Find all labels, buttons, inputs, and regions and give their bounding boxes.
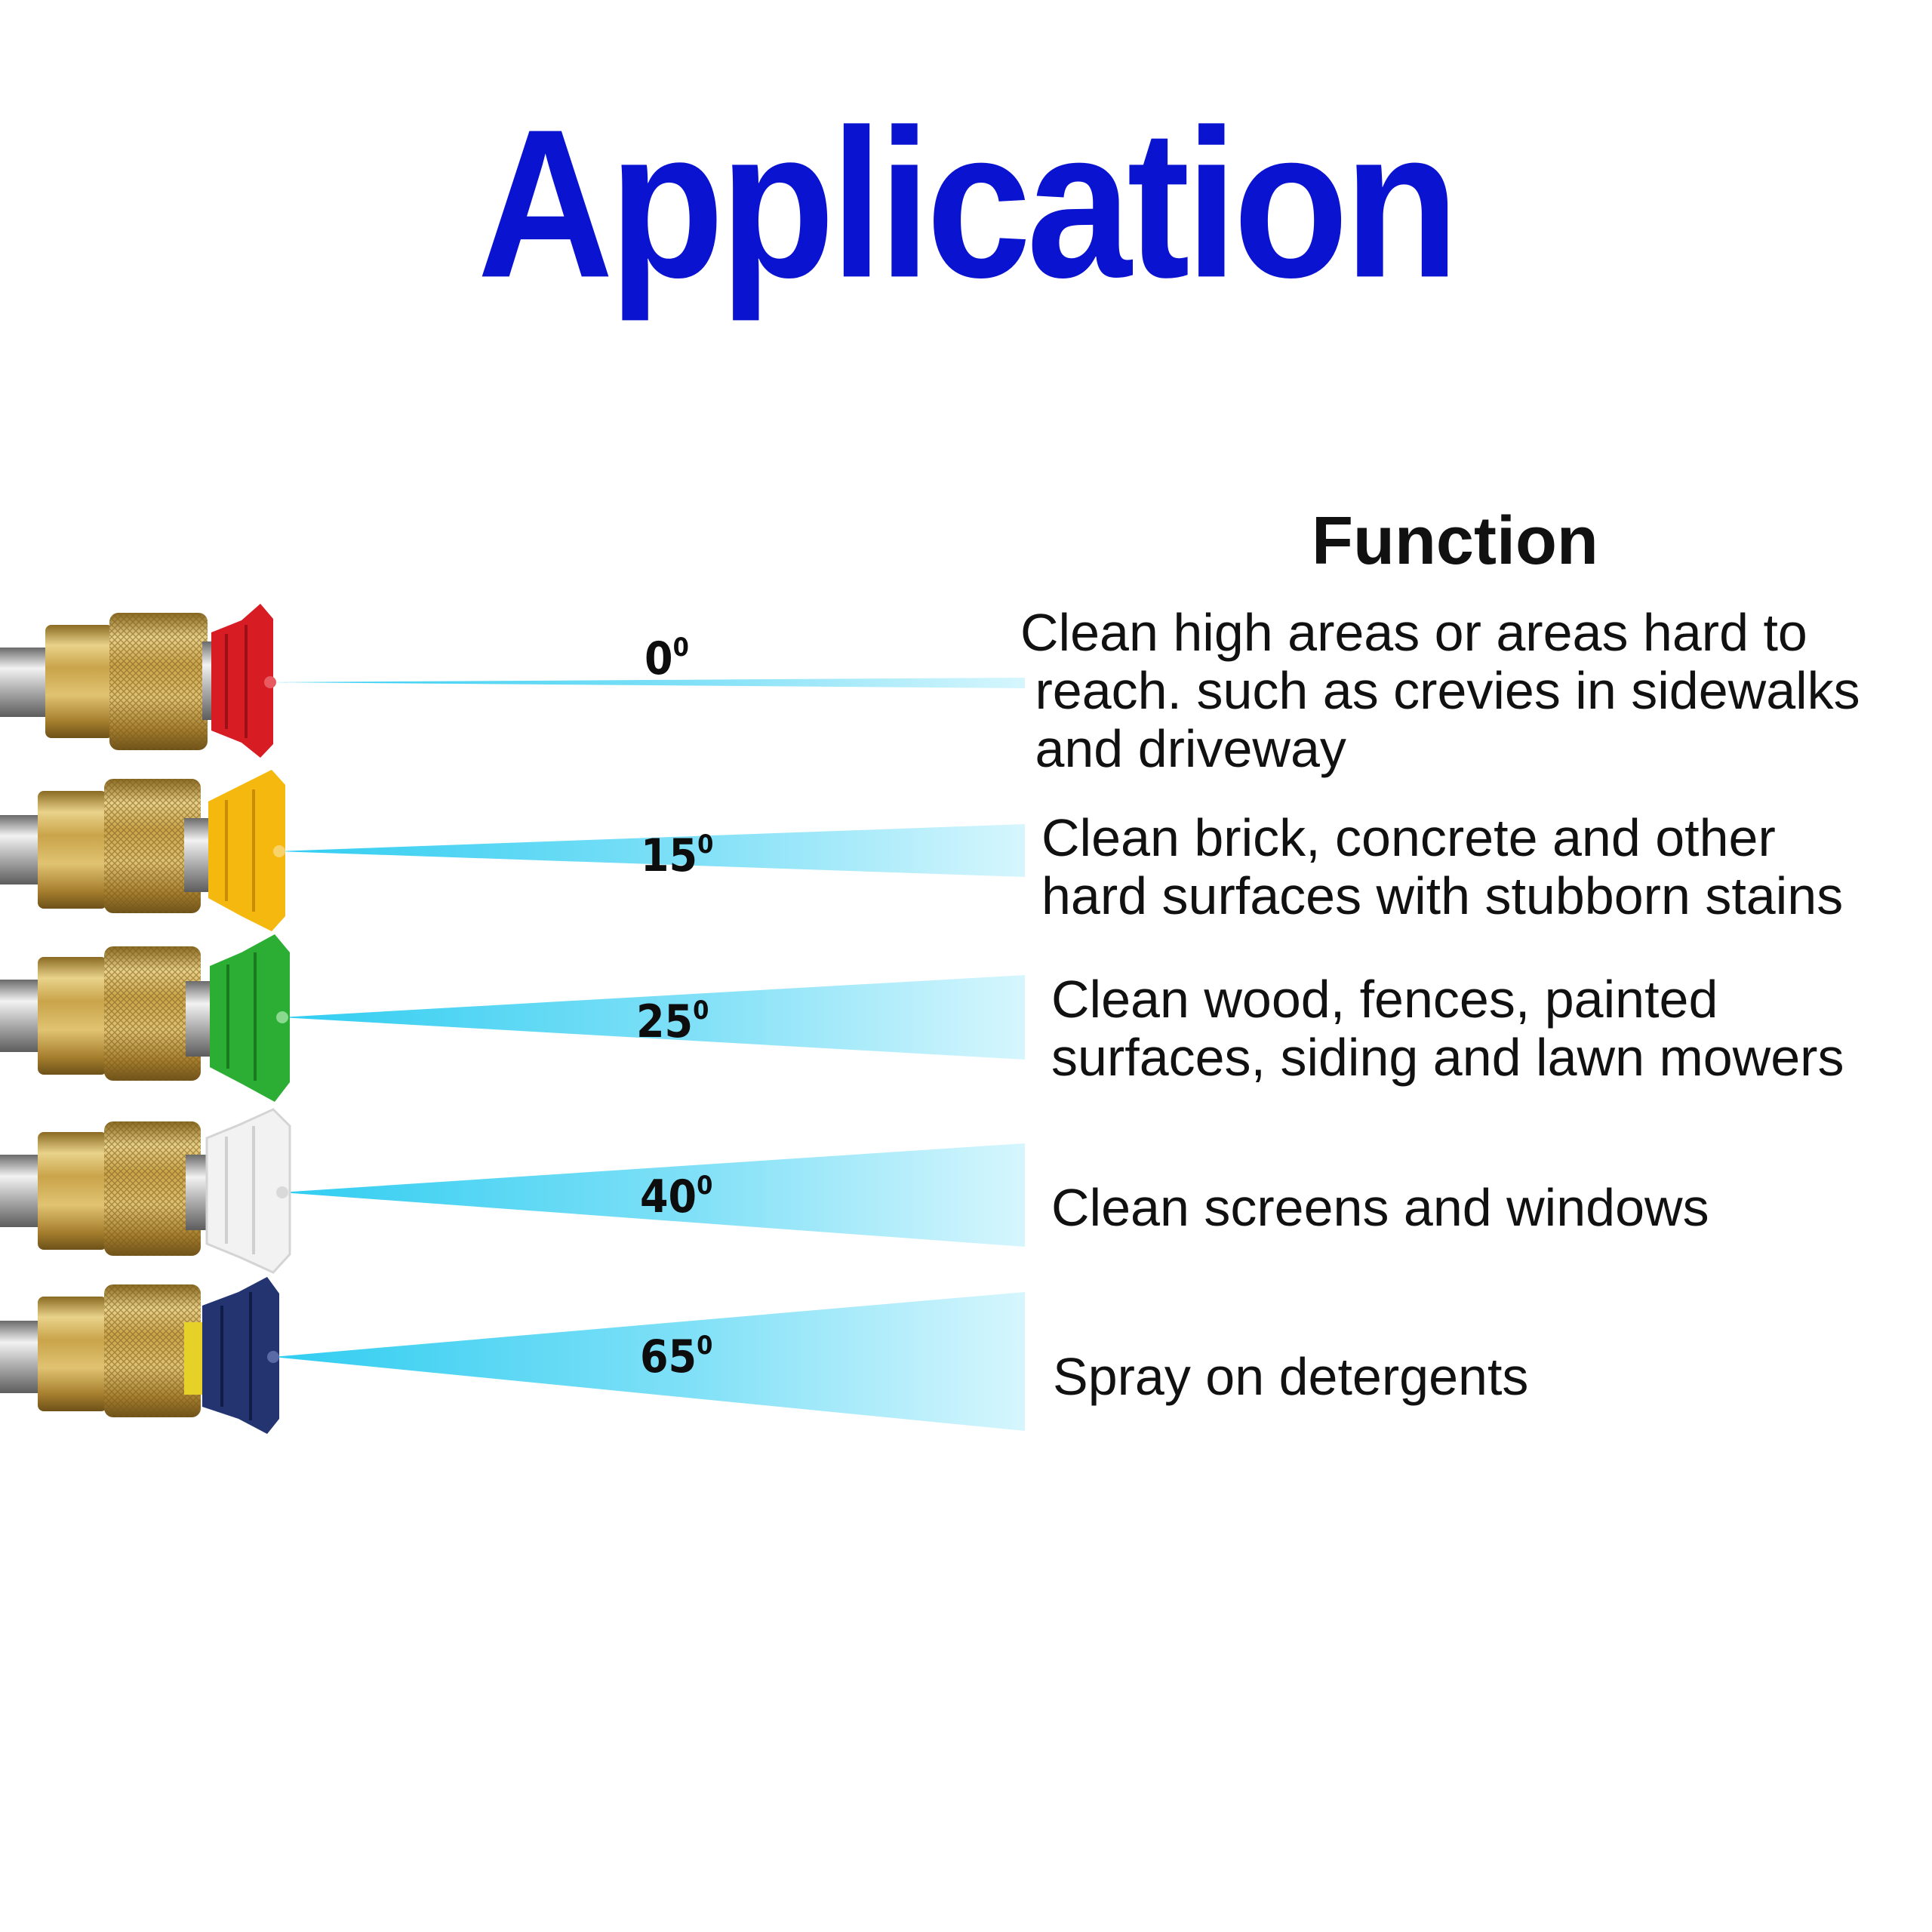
function-description-65: Spray on detergents <box>1053 1347 1529 1406</box>
angle-label-65: 650 <box>640 1331 712 1383</box>
nozzle-15 <box>0 770 285 931</box>
angle-label-0: 00 <box>645 632 689 685</box>
angle-label-25: 250 <box>636 995 709 1048</box>
angle-label-15: 150 <box>641 829 713 882</box>
nozzle-0 <box>0 604 276 758</box>
spray-fan-65 <box>273 1292 1025 1431</box>
function-description-0: Clean high areas or areas hard to reach.… <box>1020 603 1860 778</box>
angle-label-40: 400 <box>640 1171 712 1223</box>
red-nozzle-tip-icon <box>211 604 273 758</box>
nozzle-65 <box>0 1277 279 1434</box>
green-nozzle-tip-icon <box>210 934 290 1102</box>
spray-fan-40 <box>281 1143 1025 1247</box>
spray-fan-15 <box>278 824 1025 877</box>
nozzle-25 <box>0 934 290 1102</box>
spray-fan-25 <box>281 975 1025 1060</box>
nozzle-40 <box>0 1108 291 1274</box>
function-description-40: Clean screens and windows <box>1051 1178 1709 1237</box>
function-heading: Function <box>1312 503 1598 579</box>
spray-fan-0 <box>270 678 1025 688</box>
function-description-25: Clean wood, fences, painted surfaces, si… <box>1051 970 1844 1087</box>
page-title: Application <box>477 85 1459 321</box>
function-description-15: Clean brick, concrete and other hard sur… <box>1041 808 1844 925</box>
